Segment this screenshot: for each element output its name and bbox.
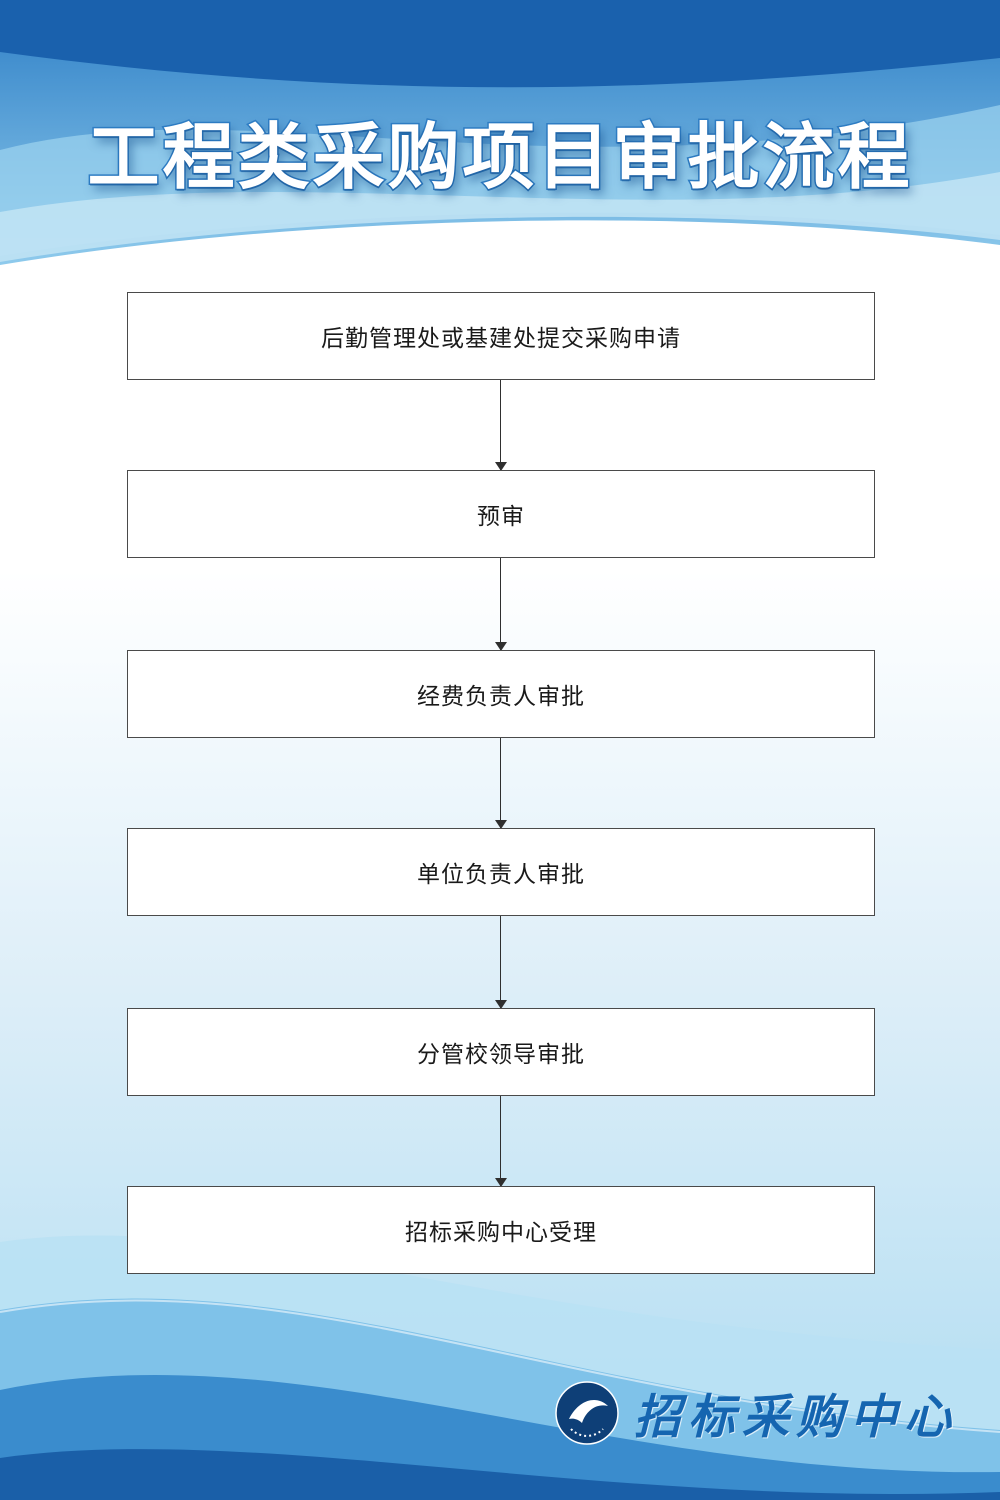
poster-title: 工程类采购项目审批流程 [86,117,913,200]
flow-arrow-2 [494,558,507,651]
flow-step-5-label: 分管校领导审批 [417,1041,585,1067]
flow-step-5: 分管校领导审批 [127,1008,875,1096]
flow-step-6-label: 招标采购中心受理 [405,1219,597,1245]
flow-step-4-label: 单位负责人审批 [417,861,585,887]
flow-step-2: 预审 [127,470,875,558]
flow-step-6: 招标采购中心受理 [127,1186,875,1274]
flow-step-3: 经费负责人审批 [127,650,875,738]
flow-step-3-label: 经费负责人审批 [417,683,585,709]
flow-step-1-label: 后勤管理处或基建处提交采购申请 [321,325,681,351]
flow-step-4: 单位负责人审批 [127,828,875,916]
footer-brand: 招标采购中心 [554,1378,958,1447]
flow-step-2-label: 预审 [477,503,525,529]
procurement-center-logo [555,1380,619,1445]
flow-arrow-5 [494,1096,507,1187]
flow-arrow-1 [494,380,507,471]
flow-arrow-3 [494,738,507,829]
flow-step-1: 后勤管理处或基建处提交采购申请 [127,292,875,380]
footer-brand-text: 招标采购中心 [634,1390,958,1445]
flow-arrow-4 [494,916,507,1009]
